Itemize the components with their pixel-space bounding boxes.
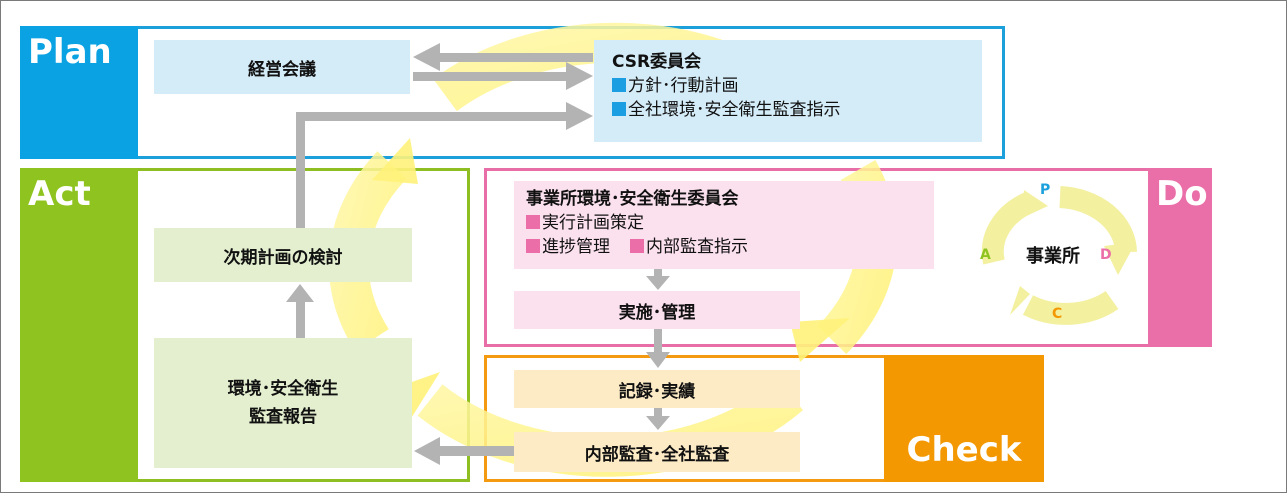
- site-cycle-center-label: 事業所: [1026, 246, 1080, 267]
- cycle-letter-d: D: [1100, 247, 1112, 263]
- csr-committee-box: CSR委員会 方針･行動計画 全社環境･安全衛生監査指示: [594, 40, 982, 142]
- management-meeting-label: 経営会議: [248, 59, 316, 80]
- audit-report-box: 環境･安全衛生 監査報告: [154, 338, 412, 468]
- csr-committee-item: 方針･行動計画: [612, 74, 982, 98]
- bullet-square-icon: [526, 239, 540, 253]
- audit-report-line-1: 環境･安全衛生: [227, 379, 339, 399]
- next-plan-review-box: 次期計画の検討: [154, 228, 412, 282]
- connector-arrows: [286, 43, 670, 465]
- implementation-box: 実施･管理: [514, 291, 800, 329]
- site-item-plan: 実行計画策定: [542, 213, 644, 233]
- small-cycle-heads: [1010, 190, 1136, 315]
- do-label: Do: [1148, 168, 1212, 347]
- records-label: 記録･実績: [618, 381, 696, 402]
- bullet-square-icon: [630, 239, 644, 253]
- csr-committee-item: 全社環境･安全衛生監査指示: [612, 98, 982, 122]
- check-label: Check: [884, 355, 1044, 482]
- site-committee-box: 事業所環境･安全衛生委員会 実行計画策定 進捗管理 内部監査指示: [514, 181, 934, 269]
- cycle-letter-p: P: [1040, 182, 1051, 198]
- csr-item-audit-instruction: 全社環境･安全衛生監査指示: [628, 100, 841, 120]
- audit-report-line-2: 監査報告: [249, 407, 317, 427]
- csr-committee-title: CSR委員会: [612, 52, 702, 72]
- site-committee-item: 進捗管理 内部監査指示: [526, 235, 934, 259]
- audit-label: 内部監査･全社監査: [584, 444, 730, 465]
- small-cycle-arrow: [981, 186, 1137, 325]
- bullet-square-icon: [526, 215, 540, 229]
- management-meeting-box: 経営会議: [154, 40, 410, 94]
- site-cycle-center: 事業所: [1010, 238, 1096, 272]
- csr-item-policy: 方針･行動計画: [628, 76, 739, 96]
- cycle-letter-a: A: [980, 247, 991, 263]
- audit-box: 内部監査･全社監査: [514, 432, 800, 472]
- site-item-internal-audit: 内部監査指示: [646, 237, 748, 257]
- plan-label: Plan: [20, 26, 138, 159]
- bullet-square-icon: [612, 78, 626, 92]
- site-committee-item: 実行計画策定: [526, 211, 934, 235]
- site-committee-title: 事業所環境･安全衛生委員会: [526, 189, 739, 209]
- bullet-square-icon: [612, 102, 626, 116]
- cycle-letter-c: C: [1052, 306, 1063, 322]
- site-item-progress: 進捗管理: [542, 237, 610, 257]
- records-box: 記録･実績: [514, 370, 800, 408]
- act-label: Act: [20, 168, 138, 482]
- implementation-label: 実施･管理: [618, 302, 696, 323]
- next-plan-review-label: 次期計画の検討: [223, 247, 343, 268]
